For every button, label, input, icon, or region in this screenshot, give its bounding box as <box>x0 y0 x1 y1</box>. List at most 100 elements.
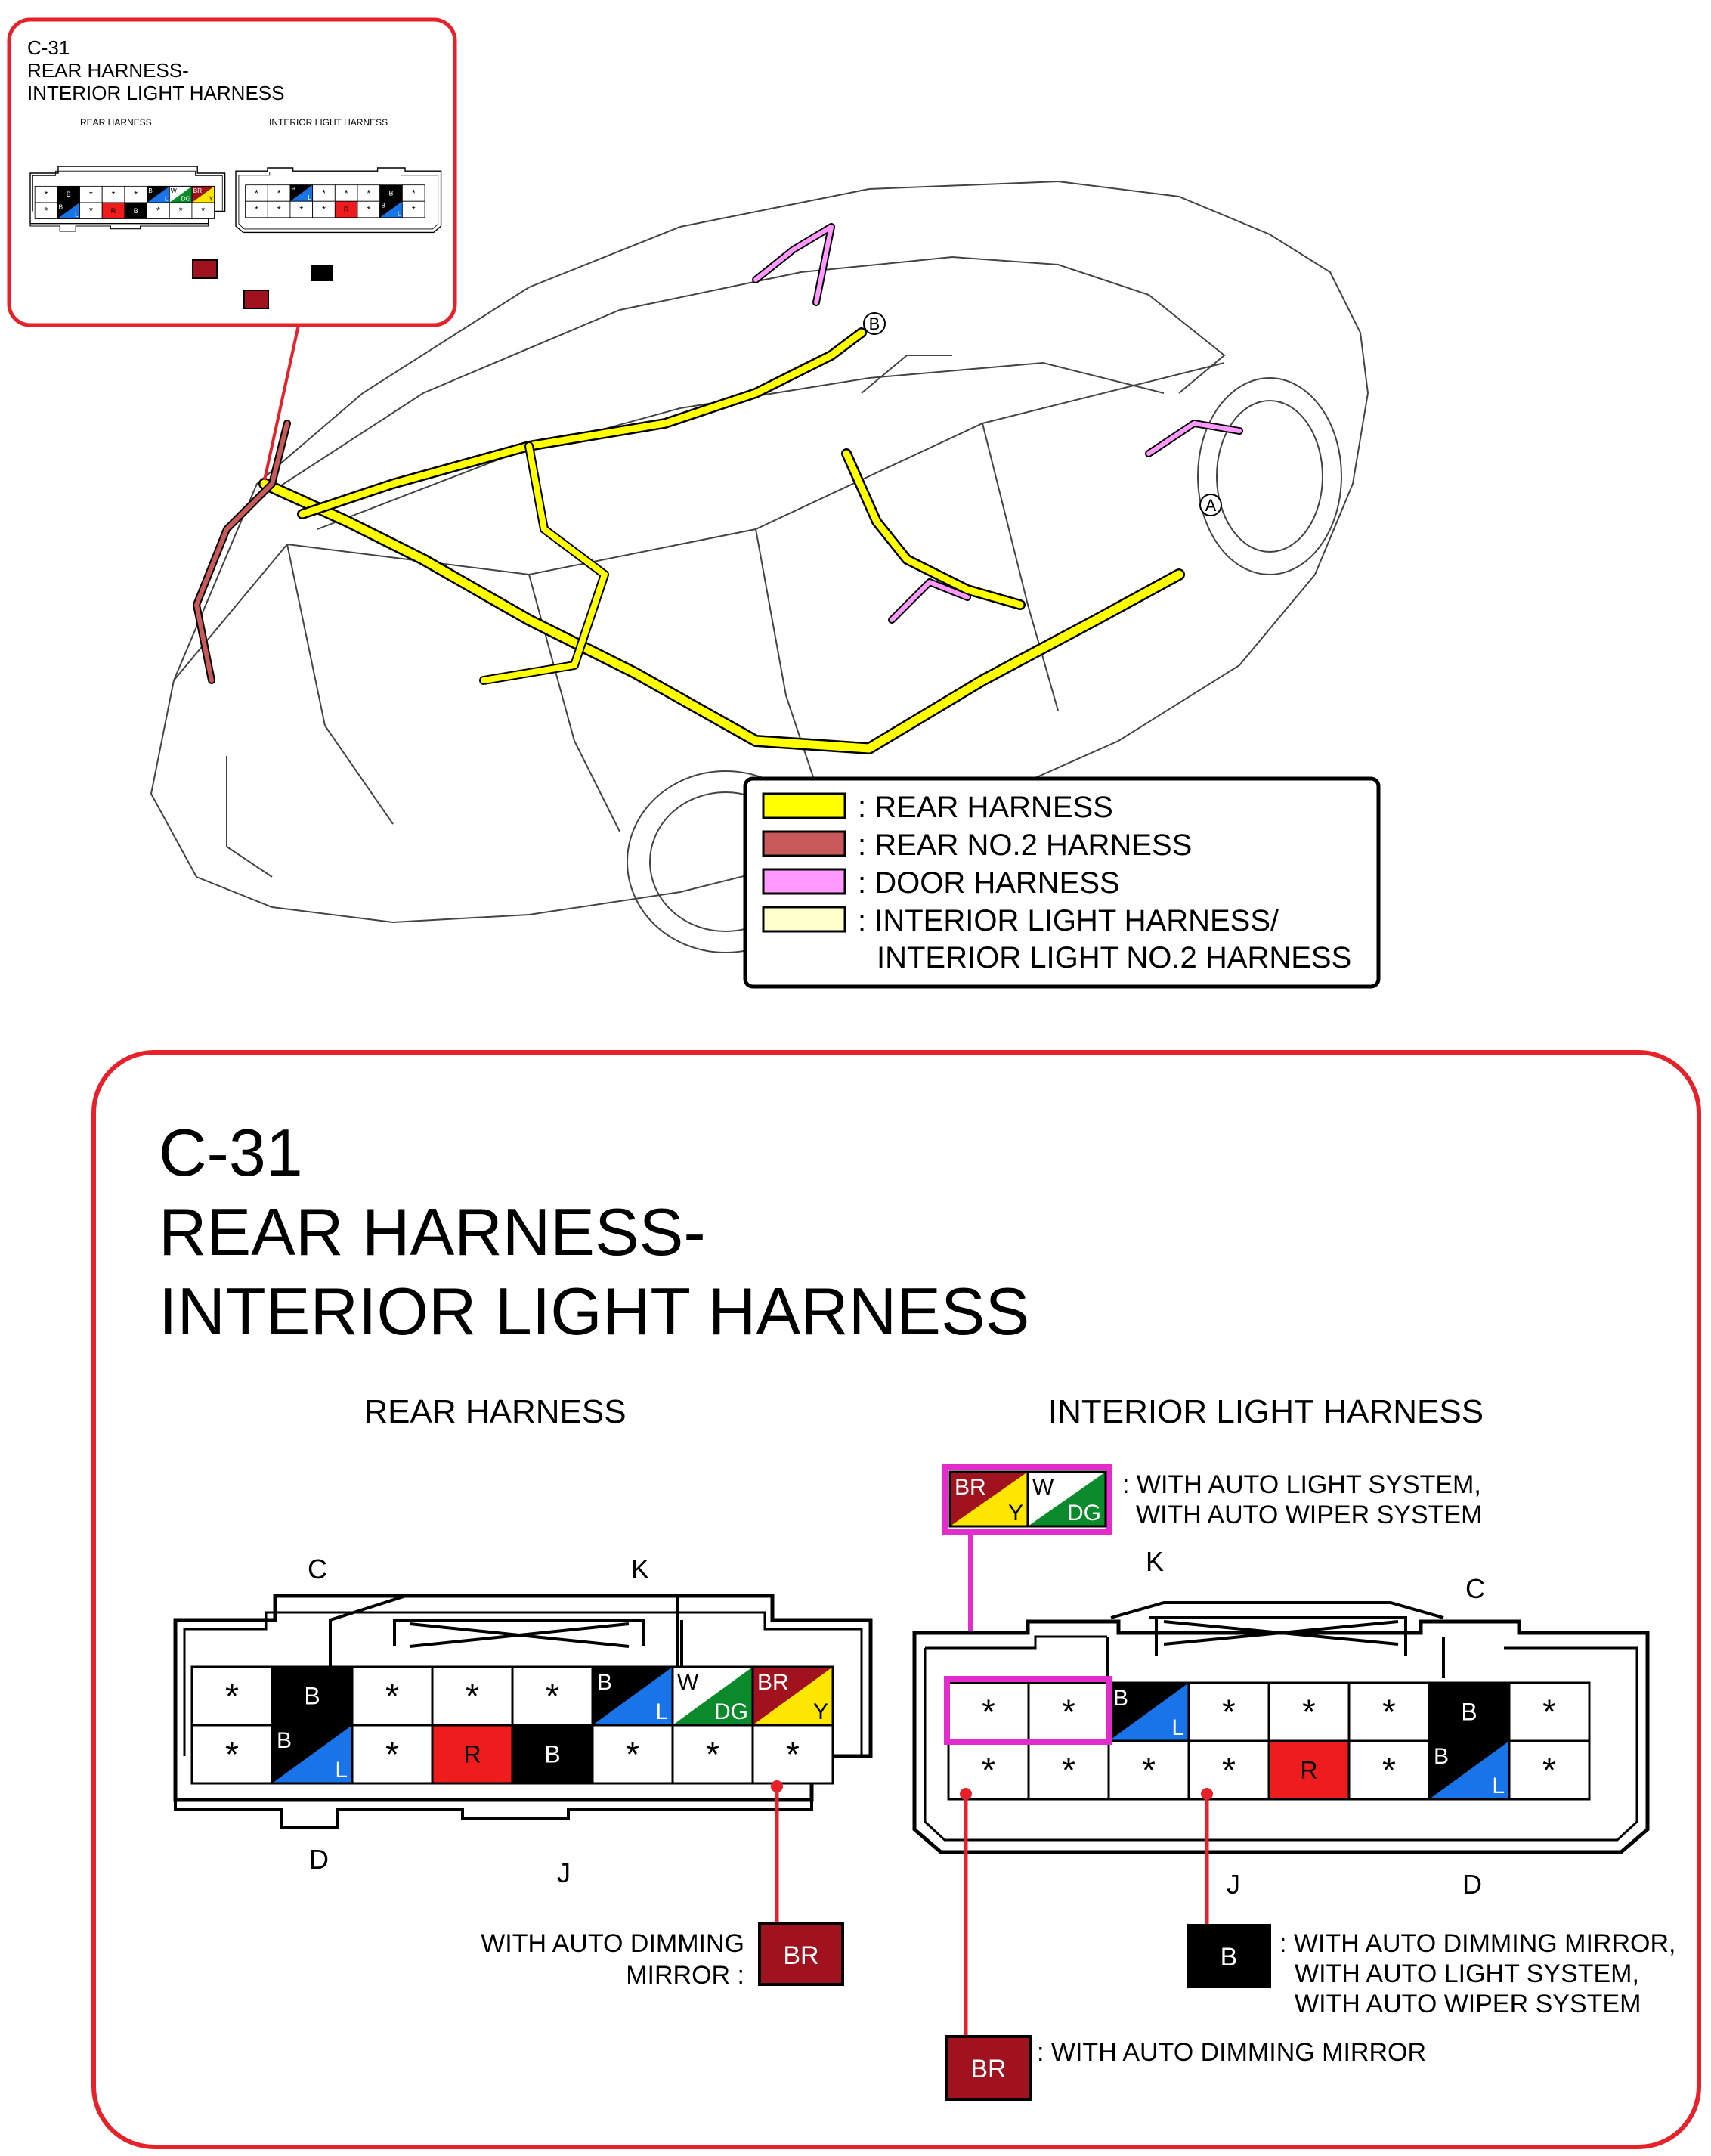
connector-pin: * <box>751 1724 834 1785</box>
rear-label-d: D <box>309 1844 329 1875</box>
harness-legend: : REAR HARNESS : REAR NO.2 HARNESS : DOO… <box>743 776 1381 989</box>
pin-unused-label: * <box>44 205 48 216</box>
connector-pin: B <box>379 184 403 202</box>
connector-pin: R <box>431 1724 514 1785</box>
connector-pin: * <box>947 1681 1030 1742</box>
pin-color-label: Y <box>209 195 213 203</box>
connector-pin: * <box>351 1665 434 1727</box>
connector-pin: * <box>334 184 358 202</box>
pin-color-label: B <box>389 190 394 197</box>
connector-pin: * <box>312 184 336 202</box>
pin-color-label: L <box>398 210 401 218</box>
pin-color-label: R <box>111 207 116 215</box>
connector-pin: * <box>147 202 170 219</box>
connector-pin: * <box>1187 1681 1270 1742</box>
connector-pin: BR Y <box>191 185 215 203</box>
pin-color-label: W <box>171 187 177 194</box>
pin-unused-label: * <box>385 1677 399 1716</box>
pin-unused-label: * <box>412 187 416 199</box>
connector-pin: * <box>1027 1681 1110 1742</box>
pin-unused-label: * <box>201 205 205 216</box>
pin-unused-label: * <box>1222 1693 1236 1732</box>
connector-pin: * <box>267 200 291 218</box>
connector-pin: BL <box>379 200 403 218</box>
rear-note-line2: MIRROR : <box>626 1961 744 1990</box>
connector-pin: * <box>245 200 268 218</box>
pin-unused-label: * <box>786 1735 800 1774</box>
connector-pin: WDG <box>1026 1470 1107 1528</box>
pin-color-label: BR <box>757 1670 789 1695</box>
connector-pin: * <box>245 184 268 202</box>
pin-unused-label: * <box>345 187 348 199</box>
connector-pin: * <box>34 202 58 219</box>
connector-pin: BL <box>271 1724 354 1785</box>
pin-unused-label: * <box>367 204 370 215</box>
interior-note-br-line1: : WITH AUTO DIMMING MIRROR <box>1037 2038 1426 2067</box>
connector-pin: * <box>1187 1739 1270 1801</box>
connector-pin: * <box>401 200 425 218</box>
connector-pin: * <box>101 185 125 203</box>
connector-pin: BL <box>591 1665 674 1727</box>
interior-label-k: K <box>1146 1546 1164 1577</box>
legend-swatch-rear <box>762 792 846 819</box>
interior-harness-heading: INTERIOR LIGHT HARNESS <box>1048 1393 1484 1430</box>
connector-title-line1: REAR HARNESS- <box>159 1194 706 1269</box>
interior-note-b-line1: : WITH AUTO DIMMING MIRROR, <box>1279 1929 1675 1958</box>
pin-unused-label: * <box>225 1735 239 1774</box>
pin-color-label: L <box>308 194 311 201</box>
connector-pin: * <box>431 1665 514 1727</box>
callout-a: A <box>1199 494 1222 516</box>
pin-color-label: W <box>677 1670 699 1695</box>
connector-title-line2: INTERIOR LIGHT HARNESS <box>159 1274 1029 1349</box>
legend-label-interior-light-no2: INTERIOR LIGHT NO.2 HARNESS <box>877 941 1351 974</box>
callout-b: B <box>863 312 886 335</box>
connector-pin: R <box>1267 1739 1351 1801</box>
pin-unused-label: * <box>255 204 258 215</box>
legend-swatch-interior-light <box>762 906 846 933</box>
legend-label-rear: : REAR HARNESS <box>858 791 1113 824</box>
pin-color-label: L <box>335 1758 348 1783</box>
pin-unused-label: * <box>546 1677 559 1716</box>
connector-pin: * <box>401 184 425 202</box>
interior-harness-pins: **BL***B*****R*BL* <box>947 1681 1591 1801</box>
pin-unused-label: * <box>1382 1751 1396 1790</box>
connector-pin: R <box>101 202 125 219</box>
callout-b-label: B <box>869 314 880 333</box>
interior-option-note-line1: : WITH AUTO LIGHT SYSTEM, <box>1122 1470 1481 1499</box>
interior-label-d: D <box>1462 1869 1482 1900</box>
pin-unused-label: * <box>706 1735 719 1774</box>
pin-color-label: L <box>1171 1715 1184 1740</box>
pin-unused-label: * <box>1542 1693 1556 1732</box>
connector-pin: * <box>79 202 103 219</box>
connector-id: C-31 <box>159 1115 303 1190</box>
pin-color-label: L <box>75 211 79 218</box>
rear-label-c: C <box>308 1553 327 1584</box>
connector-pin: * <box>191 202 215 219</box>
pin-color-label: W <box>1032 1475 1054 1500</box>
interior-note-b-line3: WITH AUTO WIPER SYSTEM <box>1295 1990 1641 2018</box>
harness-wires <box>193 223 1243 754</box>
interior-label-j: J <box>1227 1869 1240 1900</box>
connector-pin: B <box>511 1724 594 1785</box>
pin-unused-label: * <box>179 205 183 216</box>
connector-pin: BL <box>1107 1681 1190 1742</box>
pin-color-label: B <box>292 185 296 193</box>
pin-color-label: Y <box>1008 1501 1023 1526</box>
pin-color-label: B <box>148 187 153 194</box>
connector-pin: BL <box>147 185 170 203</box>
connector-pin: * <box>1027 1739 1110 1801</box>
interior-option-note-line2: WITH AUTO WIPER SYSTEM <box>1136 1501 1482 1529</box>
thumb-title-line2: INTERIOR LIGHT HARNESS <box>27 82 284 104</box>
interior-note-b-line2: WITH AUTO LIGHT SYSTEM, <box>1295 1959 1639 1988</box>
connector-pin: * <box>1267 1681 1351 1742</box>
rear-note-br-label: BR <box>783 1941 818 1970</box>
callout-a-label: A <box>1205 496 1217 515</box>
pin-color-label: BR <box>193 187 203 194</box>
pin-color-label: R <box>344 206 349 213</box>
connector-pin: BRY <box>751 1665 834 1727</box>
legend-swatch-door <box>762 868 846 895</box>
connector-pin: * <box>190 1665 274 1727</box>
thumb-title-line1: REAR HARNESS- <box>27 59 189 82</box>
pin-color-label: B <box>1461 1699 1477 1726</box>
